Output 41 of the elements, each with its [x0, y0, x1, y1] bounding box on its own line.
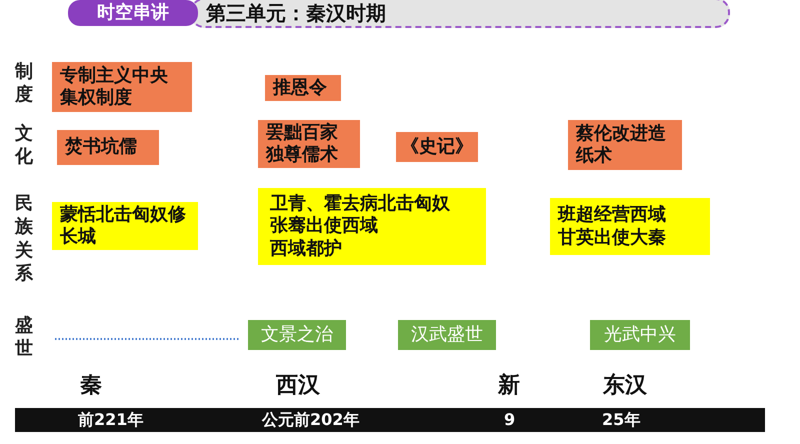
box-text: 蔡伦改进造纸术	[576, 122, 667, 168]
row-label: 民族关系	[14, 192, 34, 286]
dynasty-label: 秦	[80, 371, 102, 400]
year-label: 9	[504, 410, 516, 429]
section-tab: 时空串讲	[68, 0, 198, 26]
box-text: 蒙恬北击匈奴修长城	[60, 204, 187, 248]
title: 第三单元：秦汉时期	[206, 0, 386, 27]
box-text: 焚书坑儒	[65, 136, 138, 159]
box-text: 西域都护	[270, 238, 343, 260]
box-text: 甘英出使大秦	[558, 226, 667, 249]
event-box	[52, 202, 198, 250]
box-text: 专制主义中央集权制度	[60, 64, 169, 110]
year-label: 25年	[602, 410, 640, 431]
era-box	[248, 320, 346, 350]
event-box	[57, 130, 159, 165]
event-box	[396, 132, 478, 162]
event-box	[265, 75, 341, 101]
event-box	[258, 120, 360, 168]
box-text: 《史记》	[401, 136, 473, 158]
year-label: 前221年	[78, 410, 144, 431]
event-box	[550, 198, 710, 255]
box-text: 汉武盛世	[411, 324, 483, 346]
box-text: 张骞出使西域	[270, 215, 379, 238]
dynasty-label: 新	[498, 371, 520, 400]
box-text: 卫青、霍去病北击匈奴	[270, 192, 451, 216]
box-text: 罢黜百家独尊儒术	[266, 122, 339, 166]
row-label: 制度	[14, 60, 34, 107]
dynasty-label: 西汉	[276, 371, 320, 400]
row-label: 盛世	[14, 314, 34, 361]
event-box	[258, 188, 486, 265]
era-box	[590, 320, 690, 350]
row-label: 文化	[14, 122, 34, 169]
box-text: 推恩令	[273, 76, 328, 100]
event-box	[568, 120, 682, 170]
box-text: 班超经营西域	[558, 204, 667, 226]
era-box	[398, 320, 496, 350]
box-text: 文景之治	[261, 324, 333, 346]
dynasty-label: 东汉	[603, 371, 647, 400]
year-label: 公元前202年	[262, 410, 360, 431]
box-text: 光武中兴	[604, 324, 676, 346]
event-box	[52, 62, 192, 112]
